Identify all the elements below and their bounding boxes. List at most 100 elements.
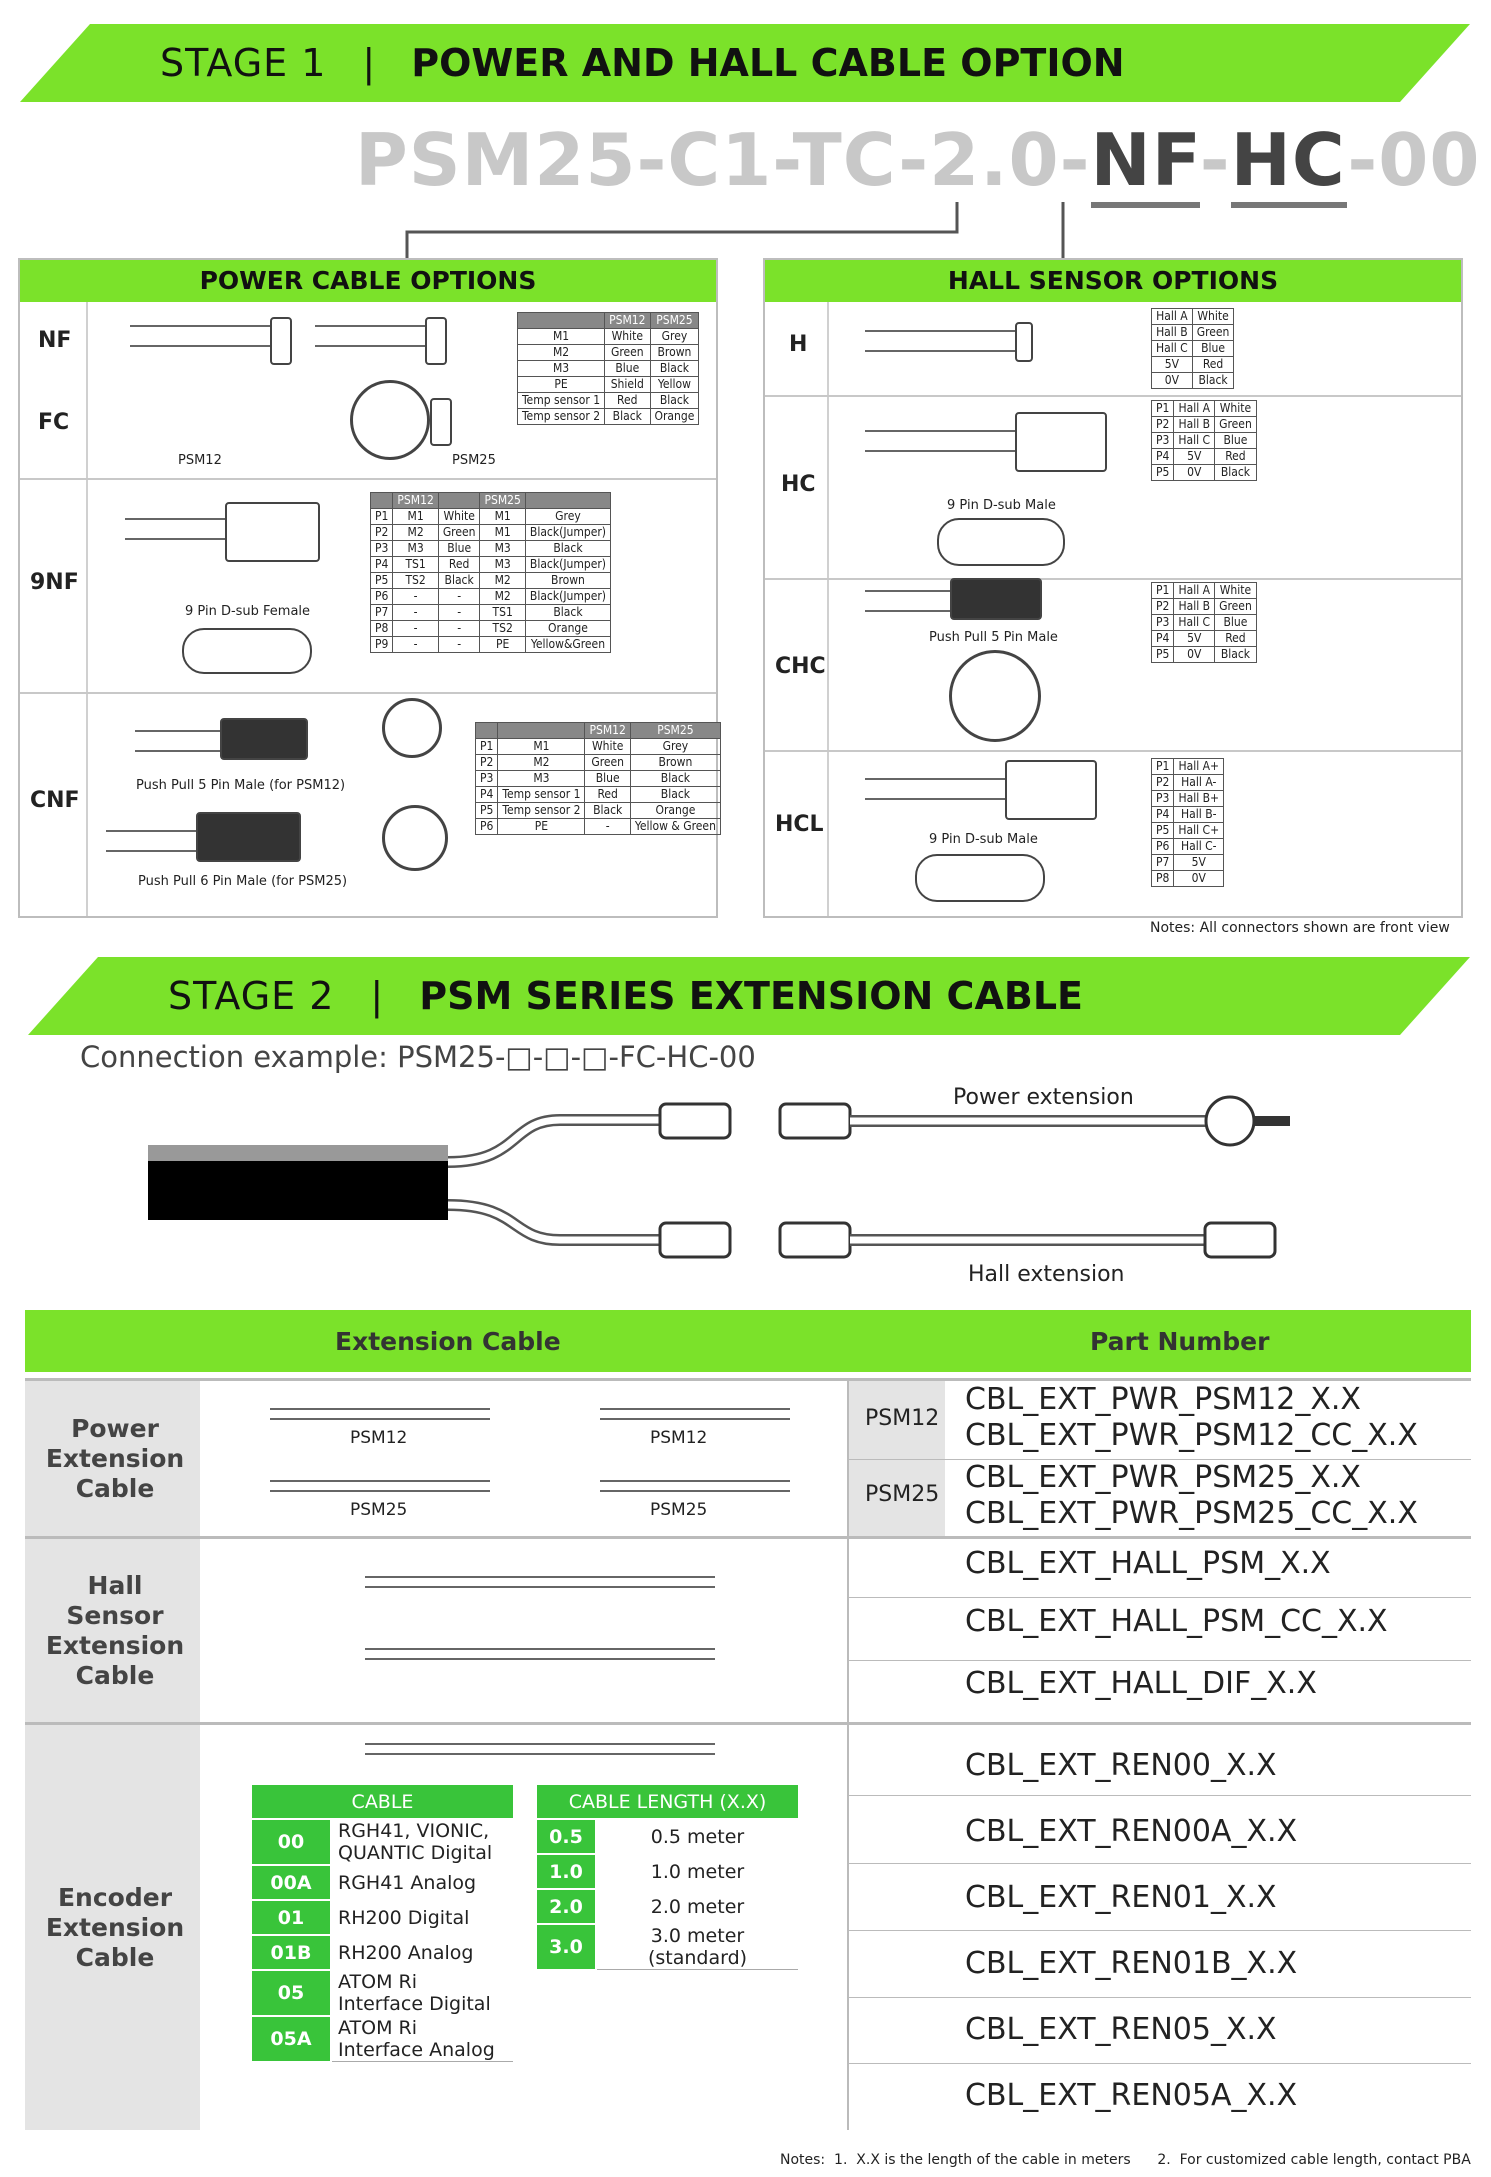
table-cell: Red	[584, 786, 631, 803]
stage1-title: POWER AND HALL CABLE OPTION	[411, 41, 1125, 85]
power-panel-title: POWER CABLE OPTIONS	[20, 260, 716, 302]
row-label-hc: HC	[781, 472, 816, 497]
dsub-face	[937, 518, 1065, 566]
cable-code: 01B	[250, 1934, 332, 1971]
table-cell: M2	[479, 588, 526, 605]
part-number-item: CBL_EXT_PWR_PSM25_X.X	[965, 1460, 1361, 1495]
hall-panel-title: HALL SENSOR OPTIONS	[765, 260, 1461, 302]
stage2-label: STAGE 2	[168, 974, 335, 1018]
table-cell: Hall A	[1173, 582, 1216, 599]
length-desc: 1.0 meter	[595, 1853, 800, 1890]
table-cell: -	[584, 818, 631, 835]
row-line	[849, 2063, 1471, 2064]
row-divider	[20, 478, 716, 480]
table-cell: 0V	[1151, 372, 1193, 389]
table-header-cell: PSM25	[649, 312, 700, 329]
divider: |	[362, 41, 376, 85]
part-number-item: CBL_EXT_REN01_X.X	[965, 1880, 1277, 1915]
table-header-cell	[524, 492, 612, 509]
cable-drawing	[365, 1648, 715, 1660]
table-header-cell: PSM25	[479, 492, 526, 509]
table-cell: P4	[1150, 630, 1175, 647]
table-cell: White	[584, 738, 631, 755]
row-divider	[765, 750, 1461, 752]
table-cell: TS2	[479, 620, 526, 637]
table-cell: P3	[1150, 432, 1175, 449]
table-cell: P4	[369, 556, 394, 573]
table-header-row: CABLE LENGTH (X.X)	[535, 1783, 800, 1820]
table-cell: Green	[437, 524, 481, 541]
table-cell: P7	[1150, 854, 1175, 871]
encoder-label-bg	[25, 1725, 200, 2130]
table-cell: M1	[479, 524, 526, 541]
part-number-item: CBL_EXT_PWR_PSM12_CC_X.X	[965, 1418, 1418, 1453]
power-cable-panel: POWER CABLE OPTIONS NF FC 9NF CNF PSM12 …	[18, 258, 721, 918]
pushpull-connector	[196, 812, 301, 862]
cable-drawing	[130, 325, 270, 347]
hall-extension-label: Hall extension	[968, 1262, 1125, 1287]
table-cell: Black	[604, 408, 651, 425]
table-cell: Grey	[649, 328, 700, 345]
table-header-cell	[369, 492, 394, 509]
table-cell: M3	[479, 540, 526, 557]
row-divider	[765, 395, 1461, 397]
row-line	[849, 1459, 1471, 1460]
table-cell: Black	[437, 572, 481, 589]
table-cell: Hall C	[1173, 432, 1216, 449]
table-cell: P5	[1150, 464, 1175, 481]
table-cell: P4	[1150, 806, 1175, 823]
table-cell: P1	[1150, 400, 1175, 417]
stage2-title: PSM SERIES EXTENSION CABLE	[419, 974, 1083, 1018]
table-cell: M1	[479, 508, 526, 525]
table-cell: M1	[497, 738, 586, 755]
table-cell: Black(Jumper)	[524, 588, 612, 605]
column-divider	[847, 1378, 849, 2130]
table-cell: Black	[649, 360, 700, 377]
length-code: 1.0	[535, 1853, 597, 1890]
table-cell: Yellow & Green	[629, 818, 721, 835]
table-cell: Black	[1214, 646, 1257, 663]
connection-label: Connection example:	[80, 1040, 388, 1074]
table-cell: P1	[1150, 582, 1175, 599]
table-cell: P3	[474, 770, 499, 787]
caption-psm12: PSM12	[650, 1428, 708, 1448]
extension-table-header: Extension Cable Part Number	[25, 1310, 1471, 1372]
hall-extension-label: Hall Sensor Extension Cable	[45, 1570, 185, 1690]
table-cell: Orange	[629, 802, 721, 819]
row-label-h: H	[789, 332, 808, 357]
hall-label-column	[765, 302, 829, 916]
stage2-banner: STAGE 2 | PSM SERIES EXTENSION CABLE	[28, 957, 1470, 1035]
table-cell: Hall C-	[1173, 838, 1225, 855]
table-cell: Hall B-	[1173, 806, 1225, 823]
cable-drawing	[270, 1480, 490, 1492]
table-cell: P3	[1150, 614, 1175, 631]
table-cell: Brown	[629, 754, 721, 771]
table-cell: Temp sensor 2	[516, 408, 606, 425]
table-cell: P6	[1150, 838, 1175, 855]
psm25-label: PSM25	[865, 1482, 940, 1507]
caption-dsub-male-hcl: 9 Pin D-sub Male	[929, 832, 1038, 847]
cable-drawing	[106, 830, 196, 852]
cable-drawing	[865, 590, 950, 612]
caption-pp5-male: Push Pull 5 Pin Male	[929, 630, 1058, 645]
caption-psm25: PSM25	[650, 1500, 708, 1520]
cable-drawing	[600, 1480, 790, 1492]
